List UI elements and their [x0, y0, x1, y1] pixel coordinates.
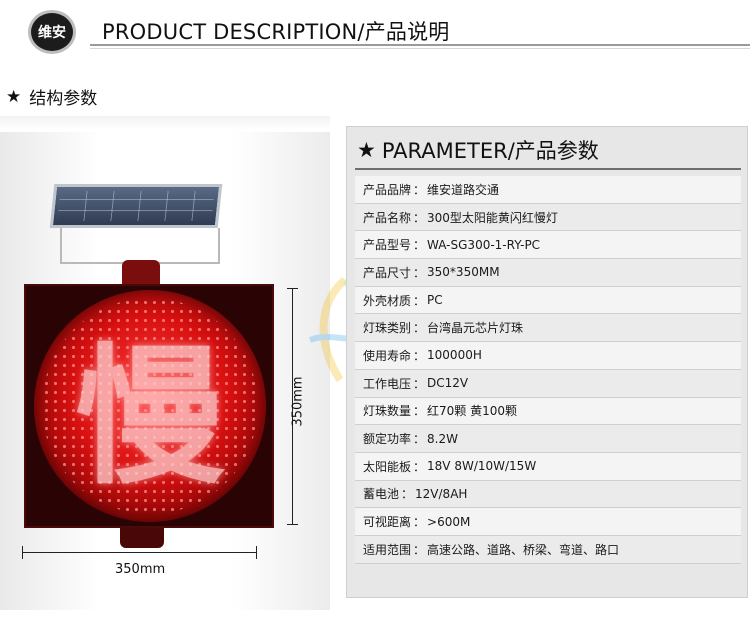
parameter-title-divider [355, 168, 741, 170]
height-dimension-line [292, 288, 293, 524]
page-title: PRODUCT DESCRIPTION/产品说明 [102, 20, 450, 44]
parameter-value: WA-SG300-1-RY-PC [427, 237, 541, 252]
parameter-row: 灯珠数量：红70颗 黄100颗 [355, 397, 741, 426]
parameter-label: 使用寿命 [363, 348, 412, 363]
header-divider-shadow [90, 48, 750, 49]
parameter-separator: ： [413, 459, 426, 474]
parameter-value: 300型太阳能黄闪红慢灯 [427, 210, 558, 225]
parameter-label: 产品尺寸 [363, 265, 412, 280]
parameter-separator: ： [413, 293, 426, 308]
mount-foot [120, 528, 164, 548]
parameter-value: 红70颗 黄100颗 [427, 404, 518, 419]
signal-lens [34, 290, 266, 522]
solar-panel-image [49, 184, 223, 228]
width-dimension-cap-right [256, 546, 257, 559]
parameter-value: 350*350MM [427, 265, 500, 280]
parameter-separator: ： [413, 321, 426, 336]
parameter-value: 高速公路、道路、桥梁、弯道、路口 [427, 542, 620, 557]
parameter-separator: ： [413, 404, 426, 419]
parameter-label: 蓄电池 [363, 487, 400, 502]
width-dimension-cap-left [22, 546, 23, 559]
parameter-separator: ： [413, 376, 426, 391]
parameter-separator: ： [401, 487, 414, 502]
parameter-label: 可视距离 [363, 515, 412, 530]
parameter-value: 18V 8W/10W/15W [427, 459, 537, 474]
parameter-value: 12V/8AH [415, 486, 468, 501]
parameter-row: 使用寿命：100000H [355, 342, 741, 370]
parameter-label: 工作电压 [363, 376, 412, 391]
height-dimension-cap-top [287, 288, 298, 289]
parameter-separator: ： [413, 182, 426, 197]
parameter-value: 台湾晶元芯片灯珠 [427, 321, 524, 336]
structure-heading-text: 结构参数 [29, 89, 98, 109]
parameter-row: 适用范围：高速公路、道路、桥梁、弯道、路口 [355, 535, 741, 564]
parameter-label: 灯珠类别 [363, 321, 412, 336]
parameter-row: 蓄电池：12V/8AH [355, 480, 741, 509]
parameter-value: PC [427, 293, 443, 308]
parameter-row: 产品型号：WA-SG300-1-RY-PC [355, 231, 741, 260]
parameter-label: 适用范围 [363, 542, 412, 557]
parameter-panel: ★ PARAMETER/产品参数 产品品牌：维安道路交通产品名称：300型太阳能… [346, 126, 748, 598]
page-header: 维安 PRODUCT DESCRIPTION/产品说明 [0, 0, 750, 62]
parameter-row: 可视距离：>600M [355, 508, 741, 536]
width-dimension-line [22, 552, 256, 553]
parameter-separator: ： [413, 432, 426, 447]
mount-pole [122, 260, 160, 288]
width-dimension-label: 350mm [115, 562, 166, 577]
parameter-value: >600M [427, 514, 471, 529]
brand-logo-text: 维安 [38, 25, 66, 41]
parameter-row: 工作电压：DC12V [355, 369, 741, 398]
parameter-row: 额定功率：8.2W [355, 425, 741, 453]
parameter-row: 产品品牌：维安道路交通 [355, 176, 741, 204]
parameter-separator: ： [413, 265, 426, 280]
parameter-label: 产品型号 [363, 238, 412, 253]
parameter-row: 产品尺寸：350*350MM [355, 259, 741, 287]
brand-logo: 维安 [28, 10, 76, 54]
parameter-separator: ： [413, 210, 426, 225]
parameter-label: 太阳能板 [363, 459, 412, 474]
parameter-row: 外壳材质：PC [355, 286, 741, 315]
parameter-value: DC12V [427, 376, 469, 391]
product-photo: 慢 350mm 350mm [0, 132, 330, 610]
structure-section-heading: ★ 结构参数 [6, 84, 98, 110]
parameter-separator: ： [413, 542, 426, 557]
parameter-row: 灯珠类别：台湾晶元芯片灯珠 [355, 314, 741, 343]
parameter-label: 产品品牌 [363, 182, 412, 197]
panel-bracket [60, 228, 220, 264]
parameter-title-text: PARAMETER/产品参数 [381, 139, 599, 163]
star-icon: ★ [6, 86, 22, 107]
parameter-row: 太阳能板：18V 8W/10W/15W [355, 452, 741, 481]
parameter-title: ★ PARAMETER/产品参数 [357, 135, 599, 165]
parameter-separator: ： [413, 238, 426, 253]
parameter-row: 产品名称：300型太阳能黄闪红慢灯 [355, 203, 741, 232]
parameter-separator: ： [413, 515, 426, 530]
parameter-label: 额定功率 [363, 432, 412, 447]
star-icon: ★ [357, 138, 376, 162]
parameter-label: 灯珠数量 [363, 404, 412, 419]
parameter-separator: ： [413, 348, 426, 363]
parameter-value: 维安道路交通 [427, 182, 500, 197]
parameter-list: 产品品牌：维安道路交通产品名称：300型太阳能黄闪红慢灯产品型号：WA-SG30… [355, 176, 741, 564]
lens-character: 慢 [74, 330, 225, 505]
header-divider [90, 44, 750, 46]
section-band [0, 116, 330, 130]
parameter-value: 8.2W [427, 431, 458, 446]
parameter-label: 外壳材质 [363, 293, 412, 308]
parameter-value: 100000H [427, 348, 482, 363]
parameter-label: 产品名称 [363, 210, 412, 225]
height-dimension-cap-bottom [287, 524, 298, 525]
